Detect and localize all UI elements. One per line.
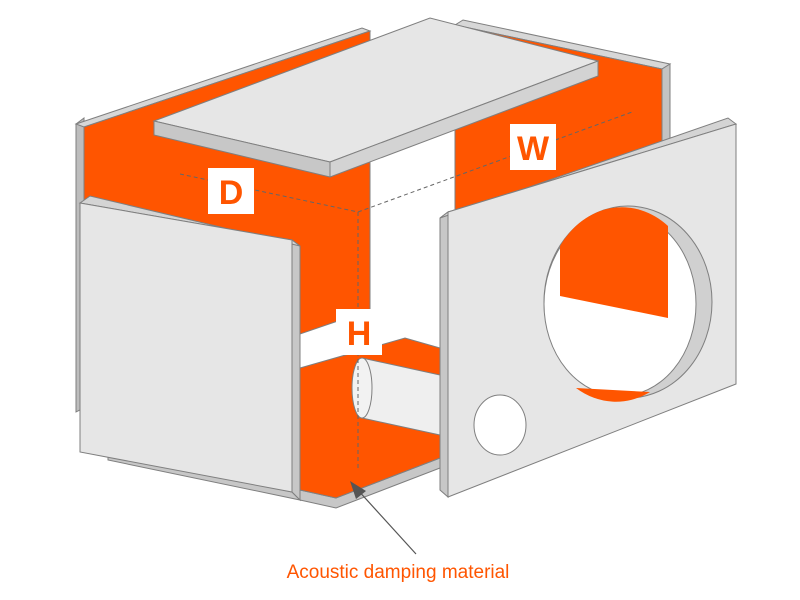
front-baffle [439,117,738,499]
port-tube [351,357,441,436]
driver-cutout-damping [560,207,668,318]
label-depth-text: D [219,174,244,212]
label-width: W [510,124,556,170]
baffle-side-edge [439,211,449,499]
top-panel-side-edge [329,60,599,178]
top-panel [152,17,600,178]
left-side-panel-right-edge [291,239,301,502]
caption-arrow-line [355,487,417,555]
label-width-text: W [517,130,550,168]
port-tube-end [351,357,373,419]
label-depth-box [208,168,254,214]
caption-arrow-head [350,481,366,499]
label-height-box [336,309,382,355]
left-side-panel [78,195,302,502]
label-width-box [510,124,556,170]
label-height-text: H [347,315,372,353]
left-side-panel-face [79,202,293,493]
caption-text: Acoustic damping material [287,562,510,583]
caption-callout: Acoustic damping material [287,481,510,583]
driver-cutout-damping-lower [576,388,650,402]
label-height: H [336,309,382,355]
port-hole [473,394,527,456]
label-depth: D [208,168,254,214]
